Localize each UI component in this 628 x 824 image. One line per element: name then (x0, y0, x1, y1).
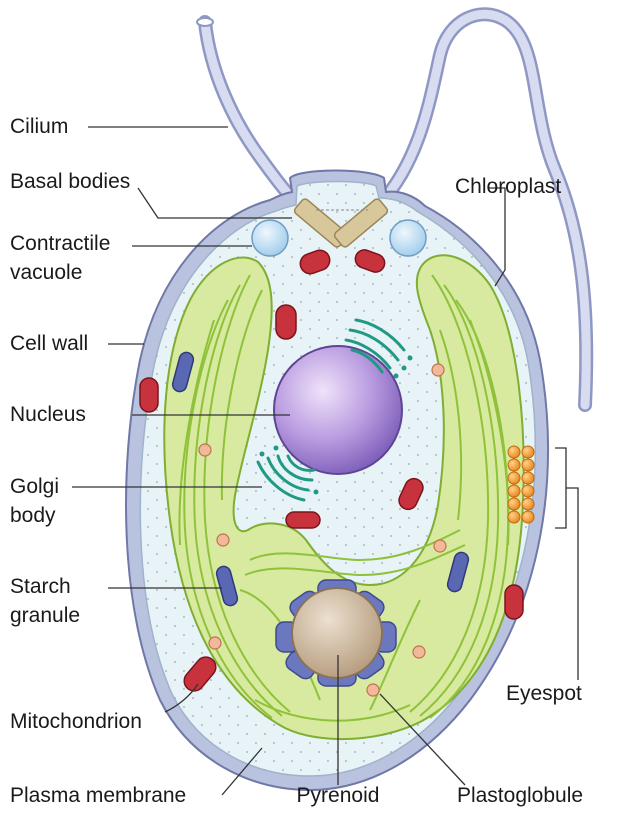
label-pyrenoid: Pyrenoid (296, 784, 380, 807)
label-contractile-vacuole-line1: Contractile (10, 232, 111, 255)
chloroplast (163, 254, 525, 741)
label-nucleus: Nucleus (10, 403, 86, 426)
contractile-vacuole-right (389, 219, 427, 257)
label-chloroplast: Chloroplast (455, 175, 562, 198)
mitochondrion (183, 656, 217, 692)
label-eyespot: Eyespot (506, 682, 582, 705)
starch-granules (171, 351, 470, 607)
golgi-body-lower (256, 445, 319, 502)
label-cilium: Cilium (10, 115, 69, 138)
eyespot (507, 445, 535, 524)
label-starch-line1: Starch (10, 575, 71, 598)
plastoglobules (198, 363, 447, 697)
label-plasma-membrane: Plasma membrane (10, 784, 187, 807)
nucleus (273, 345, 403, 475)
cilium-tip (196, 17, 214, 27)
plastoglobule (366, 683, 380, 697)
basal-body-right (333, 198, 389, 248)
label-golgi-line1: Golgi (10, 475, 60, 498)
cilium-left (198, 15, 307, 213)
golgi-body-upper (344, 318, 413, 379)
pyrenoid-group (275, 579, 397, 687)
contractile-vacuole-left (251, 219, 289, 257)
label-contractile-vacuole-line2: vacuole (10, 261, 83, 284)
cilium-left-inner (200, 17, 305, 211)
cilium-right-inner (375, 9, 591, 410)
label-starch-line2: granule (10, 604, 81, 627)
thylakoids (178, 274, 510, 722)
label-basal-bodies: Basal bodies (10, 170, 131, 193)
label-mitochondrion: Mitochondrion (10, 710, 142, 733)
label-cell-wall: Cell wall (10, 332, 89, 355)
leader-lines (72, 126, 579, 796)
label-plastoglobule: Plastoglobule (456, 784, 584, 807)
pyrenoid (291, 587, 383, 679)
mitochondria (139, 249, 524, 692)
label-golgi-line2: body (10, 504, 56, 527)
